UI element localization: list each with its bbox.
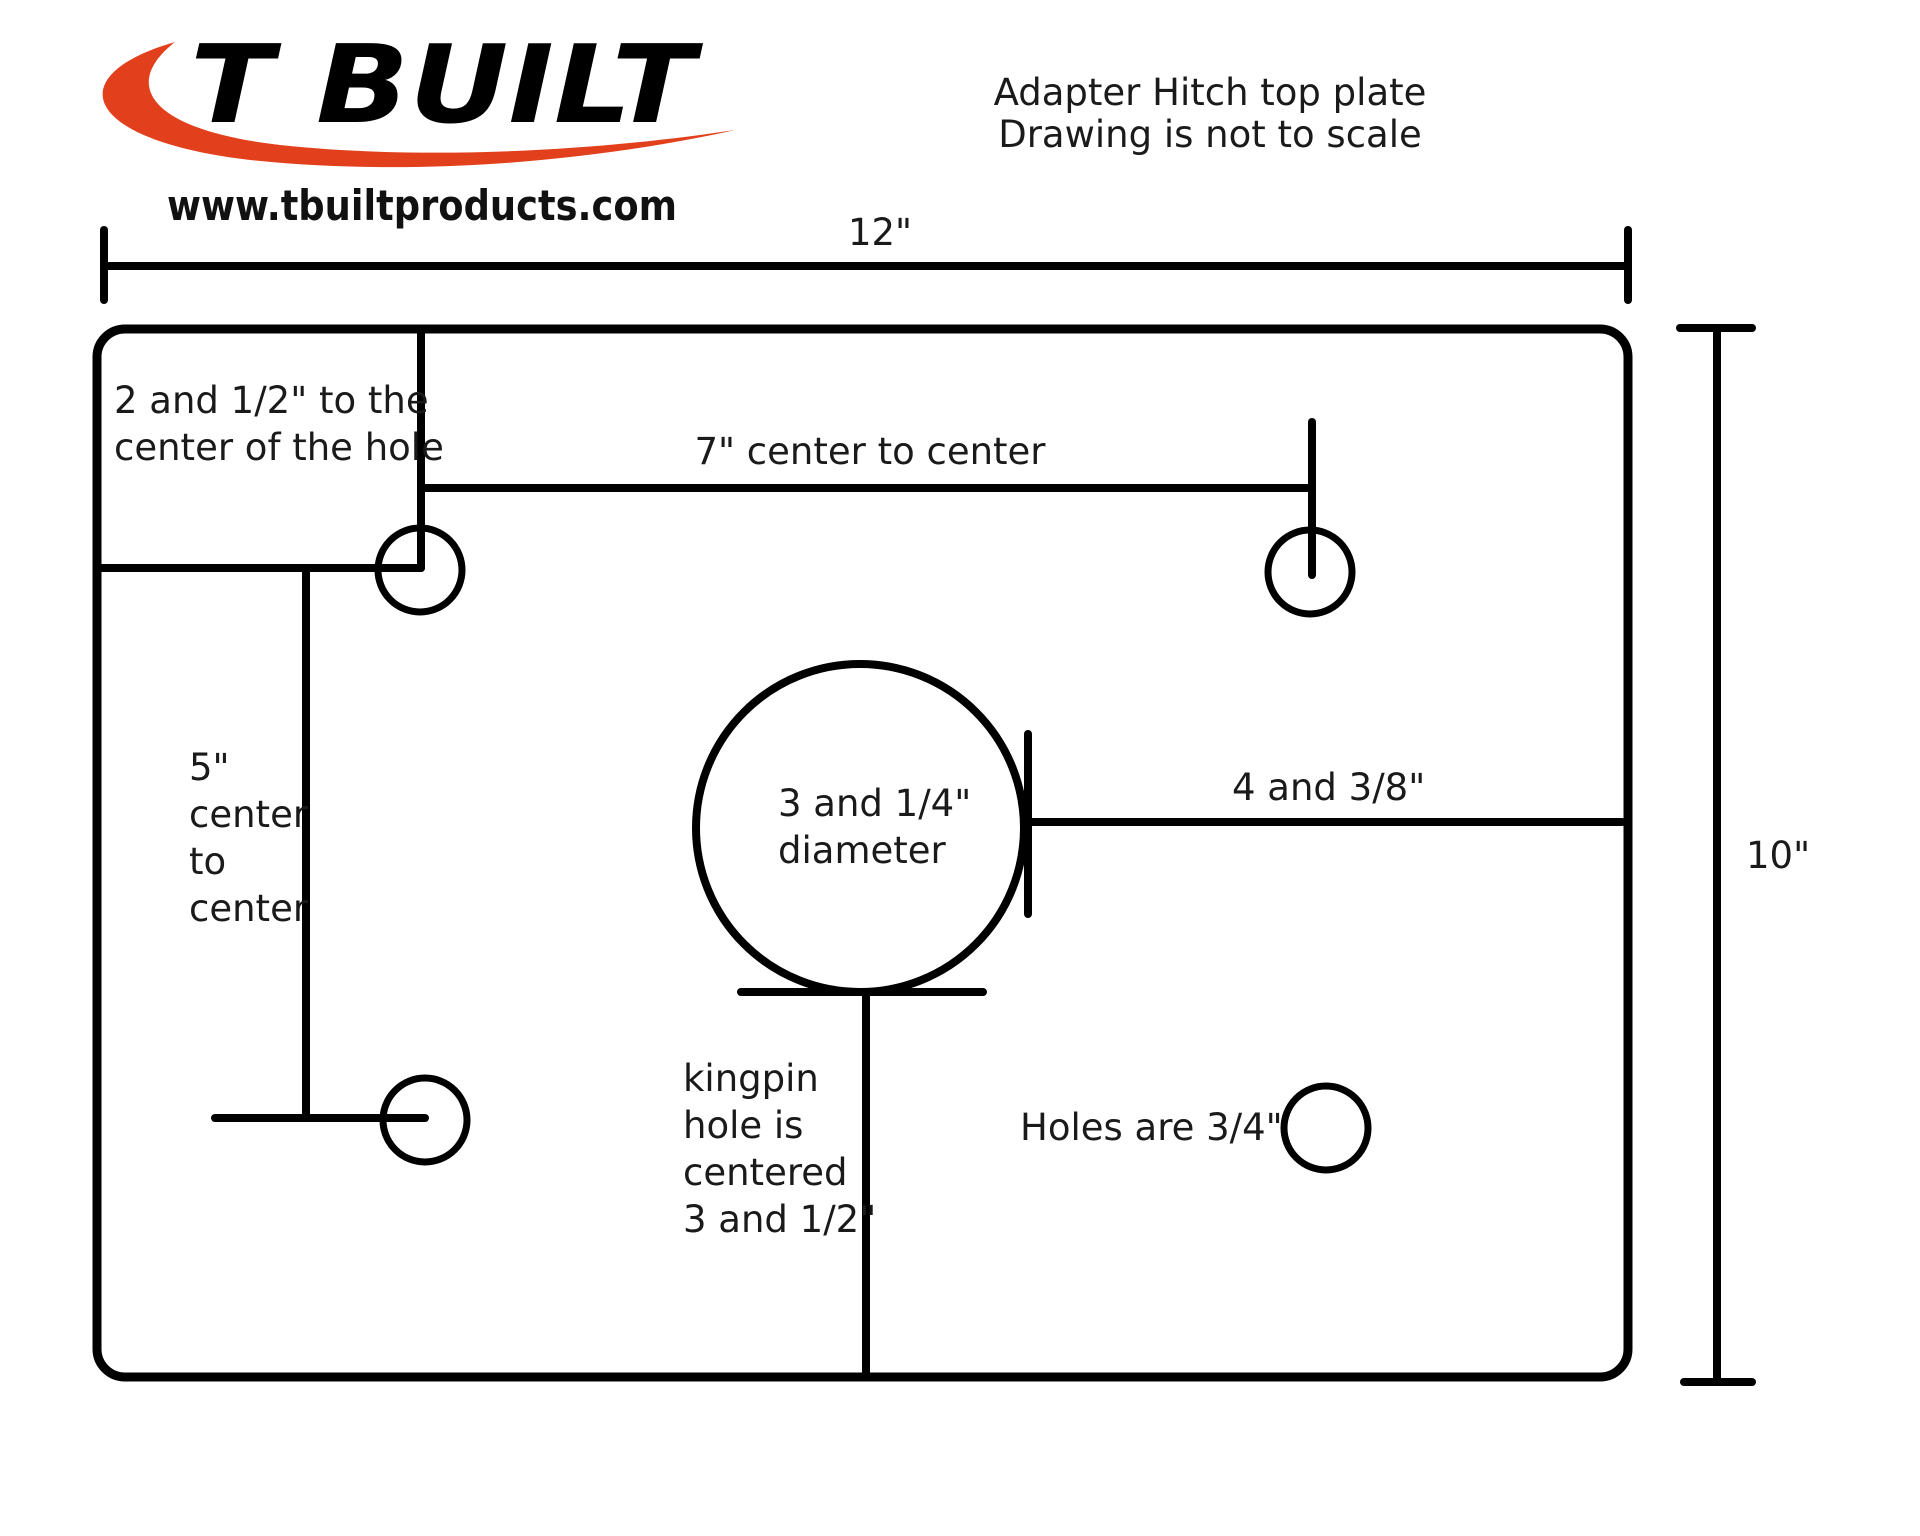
corner-offset-label-line-2: center of the hole [114,426,444,469]
vertical-spacing-label-line-4: center [189,887,309,930]
drawing-title: Adapter Hitch top plate [994,71,1427,114]
drawing-subtitle: Drawing is not to scale [998,113,1422,156]
vertical-spacing-label-line-2: center [189,793,309,836]
kingpin-diameter-label-line-2: diameter [778,829,947,872]
website-url: www.tbuiltproducts.com [167,181,677,230]
kingpin-edge-label: 4 and 3/8" [1232,766,1425,809]
bolt-hole-bottom-left [379,1074,471,1166]
horizontal-spacing-dimension: 7" center to center [417,418,1316,579]
width-dimension: 12" [100,211,1632,304]
corner-offset-label-line-1: 2 and 1/2" to the [114,379,429,422]
kingpin-hole [692,660,1028,996]
bolt-hole-bottom-right [1280,1082,1372,1174]
bolt-hole-size-label: Holes are 3/4" [1020,1106,1283,1149]
kingpin-diameter-label-line-1: 3 and 1/4" [778,782,971,825]
vertical-spacing-label-line-1: 5" [189,746,230,789]
kingpin-center-label-line-4: 3 and 1/2" [683,1198,876,1241]
width-label: 12" [848,211,912,254]
tbuilt-logo: T BUILT [102,23,735,168]
vertical-spacing-dimension: 5" center to center [189,568,429,1122]
bolt-hole-top-right [1264,526,1356,618]
height-dimension: 10" [1676,324,1810,1386]
kingpin-center-label-line-2: hole is [683,1104,803,1147]
bolt-hole-top-left [374,524,466,616]
vertical-spacing-label-line-3: to [189,840,226,883]
horizontal-spacing-label: 7" center to center [694,430,1046,473]
logo-text: T BUILT [190,23,703,148]
kingpin-center-label-line-1: kingpin [683,1057,819,1100]
kingpin-center-label-line-3: centered [683,1151,847,1194]
plate-outline [92,324,1633,1382]
kingpin-center-dimension: kingpin hole is centered 3 and 1/2" [683,988,987,1377]
height-label: 10" [1746,834,1810,877]
kingpin-edge-dimension: 4 and 3/8" [1024,730,1626,918]
corner-offset-dimension: 2 and 1/2" to the center of the hole [97,329,444,572]
